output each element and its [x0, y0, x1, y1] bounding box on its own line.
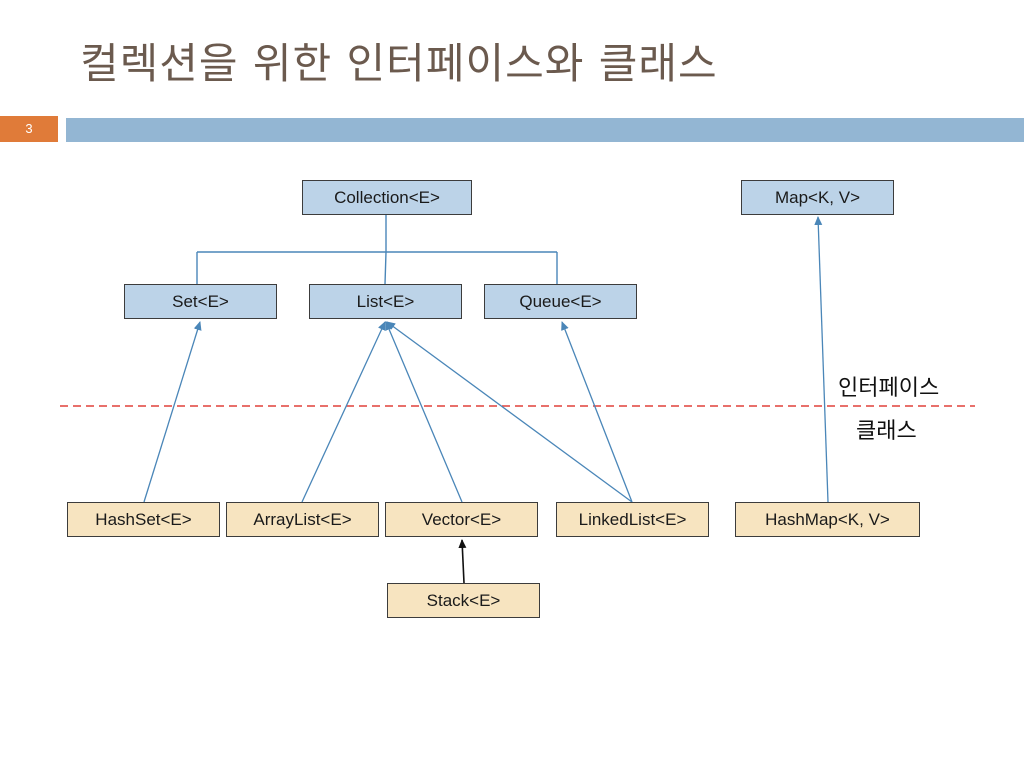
arrow-linkedlist-to-queue — [561, 321, 633, 503]
arrow-hashset-to-set — [143, 321, 202, 503]
page-number-badge: 3 — [0, 116, 58, 142]
collection-tree-connector — [196, 214, 558, 285]
node-stack: Stack<E> — [387, 583, 540, 618]
header-bar — [66, 118, 1024, 142]
interface-region-label: 인터페이스 — [838, 376, 940, 401]
arrow-linkedlist-to-list — [386, 321, 633, 503]
node-list: List<E> — [309, 284, 462, 319]
node-vector: Vector<E> — [385, 502, 538, 537]
arrow-vector-to-list — [385, 321, 463, 503]
node-map: Map<K, V> — [741, 180, 894, 215]
node-hashset: HashSet<E> — [67, 502, 220, 537]
node-linkedlist: LinkedList<E> — [556, 502, 709, 537]
node-collection: Collection<E> — [302, 180, 472, 215]
node-arraylist: ArrayList<E> — [226, 502, 379, 537]
arrow-stack-to-vector — [458, 539, 467, 584]
arrow-hashmap-to-map — [814, 216, 829, 503]
node-queue: Queue<E> — [484, 284, 637, 319]
slide-title: 컬렉션을 위한 인터페이스와 클래스 — [80, 39, 718, 88]
node-hashmap: HashMap<K, V> — [735, 502, 920, 537]
class-region-label: 클래스 — [856, 419, 917, 444]
arrow-arraylist-to-list — [301, 321, 386, 503]
implementation-arrows — [143, 216, 829, 503]
node-set: Set<E> — [124, 284, 277, 319]
